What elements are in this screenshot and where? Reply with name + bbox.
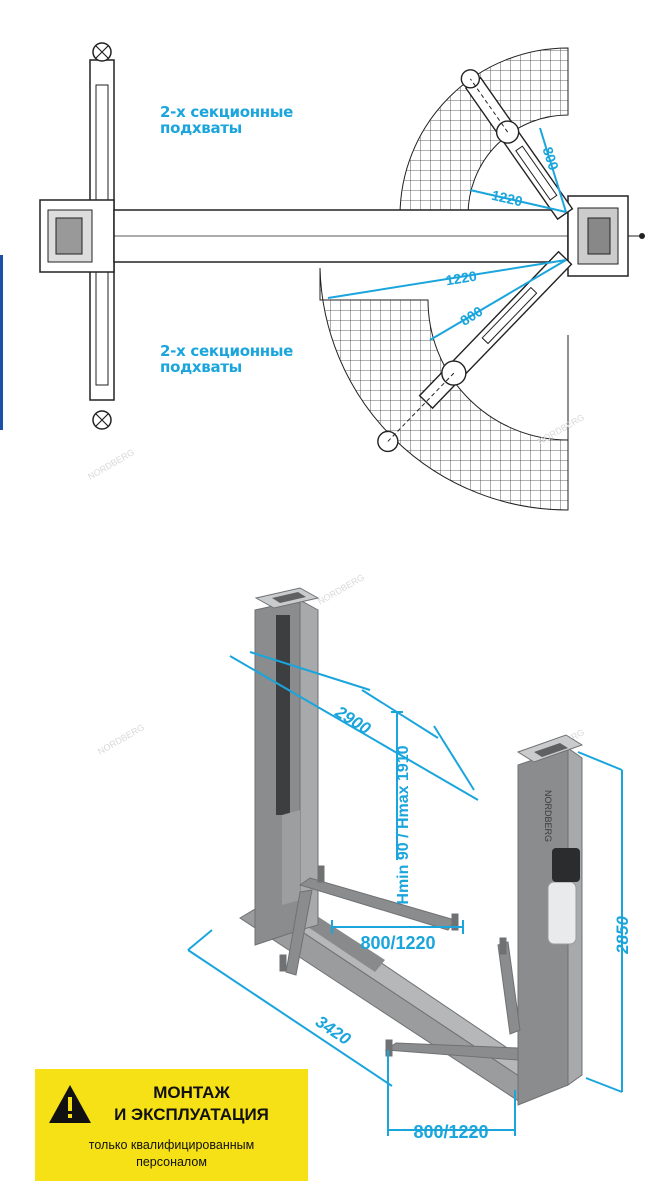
dim-column-height: 2850 <box>613 916 632 955</box>
pump-motor <box>552 848 580 882</box>
upper-arm-sweep-area <box>399 47 569 216</box>
iso-view: NORDBERG <box>187 587 632 1142</box>
callout-upper-line2: подхваты <box>160 119 242 137</box>
watermark-text: NORDBERG <box>96 722 146 757</box>
watermark-text: NORDBERG <box>316 572 366 607</box>
iso-left-column <box>254 587 320 946</box>
warning-line2: И ЭКСПЛУАТАЦИЯ <box>114 1105 269 1124</box>
lower-swing-arm <box>377 250 573 453</box>
dim-length: 3420 <box>312 1012 354 1049</box>
column-brand-label: NORDBERG <box>543 790 553 842</box>
page-edge-accent <box>0 255 3 430</box>
warning-line4: персоналом <box>136 1155 207 1169</box>
warning-badge: МОНТАЖ И ЭКСПЛУАТАЦИЯ только квалифициро… <box>35 1069 308 1181</box>
callout-upper-line1: 2-х секционные <box>160 103 294 121</box>
upper-swing-arm <box>460 69 574 221</box>
callout-lower-line1: 2-х секционные <box>160 342 294 360</box>
callout-lower: 2-х секционные подхваты <box>160 343 293 375</box>
dim-width: 2900 <box>331 702 374 739</box>
watermark-text: NORDBERG <box>86 447 136 482</box>
left-column <box>39 42 115 430</box>
dim-upper-short: 800 <box>540 145 563 172</box>
warning-icon <box>49 1085 91 1123</box>
dim-lower-short: 800 <box>457 303 485 329</box>
dim-lower-long: 1220 <box>445 268 478 289</box>
top-dimension-lines <box>327 127 567 341</box>
dim-upper-long: 1220 <box>490 187 524 210</box>
dim-arm-reach-center: 800/1220 <box>360 933 435 953</box>
right-column <box>567 195 645 277</box>
dim-height-range: Hmin 90 / Hmax 1910 <box>395 745 412 904</box>
callout-lower-line2: подхваты <box>160 358 242 376</box>
iso-arms <box>279 865 521 1061</box>
iso-right-column: NORDBERG <box>516 734 584 1106</box>
hydraulic-pump <box>547 881 577 945</box>
warning-line1: МОНТАЖ <box>153 1083 230 1102</box>
top-view: 800 1220 1220 800 <box>39 42 645 511</box>
iso-dimension-lines <box>187 651 623 1136</box>
callout-upper: 2-х секционные подхваты <box>160 104 293 136</box>
warning-line3: только квалифицированным <box>88 1138 255 1152</box>
dim-arm-reach-bottom: 800/1220 <box>413 1122 488 1142</box>
